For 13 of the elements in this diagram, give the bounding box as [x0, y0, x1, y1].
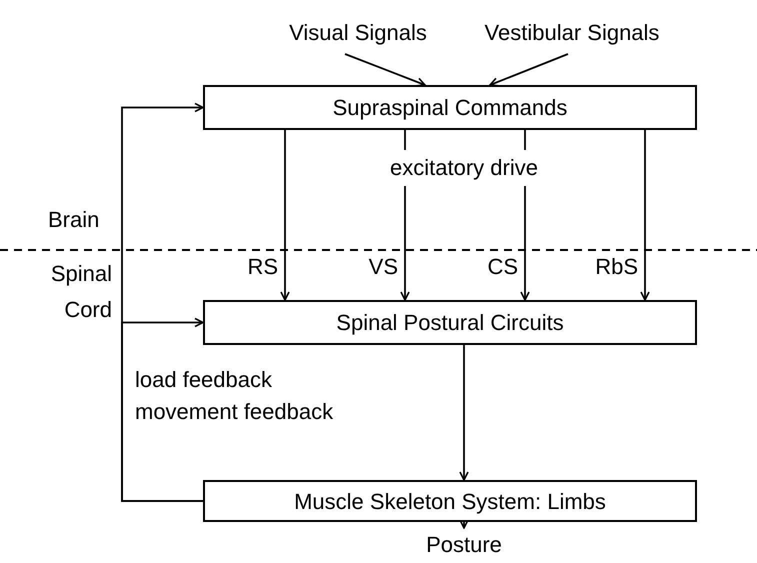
process-box: Spinal Postural Circuits	[203, 300, 697, 345]
arrow	[121, 318, 204, 502]
node-text: Visual Signals	[268, 14, 448, 50]
annotation: excitatory drive	[390, 150, 538, 186]
arrow	[344, 53, 426, 87]
node-text: Posture	[414, 528, 514, 560]
arrow	[489, 53, 568, 87]
process-box: Supraspinal Commands	[203, 85, 697, 130]
node-text: Vestibular Signals	[456, 14, 688, 50]
arrow	[640, 130, 650, 301]
arrow	[280, 130, 290, 301]
arrow	[459, 345, 469, 481]
process-box: Muscle Skeleton System: Limbs	[203, 480, 697, 522]
